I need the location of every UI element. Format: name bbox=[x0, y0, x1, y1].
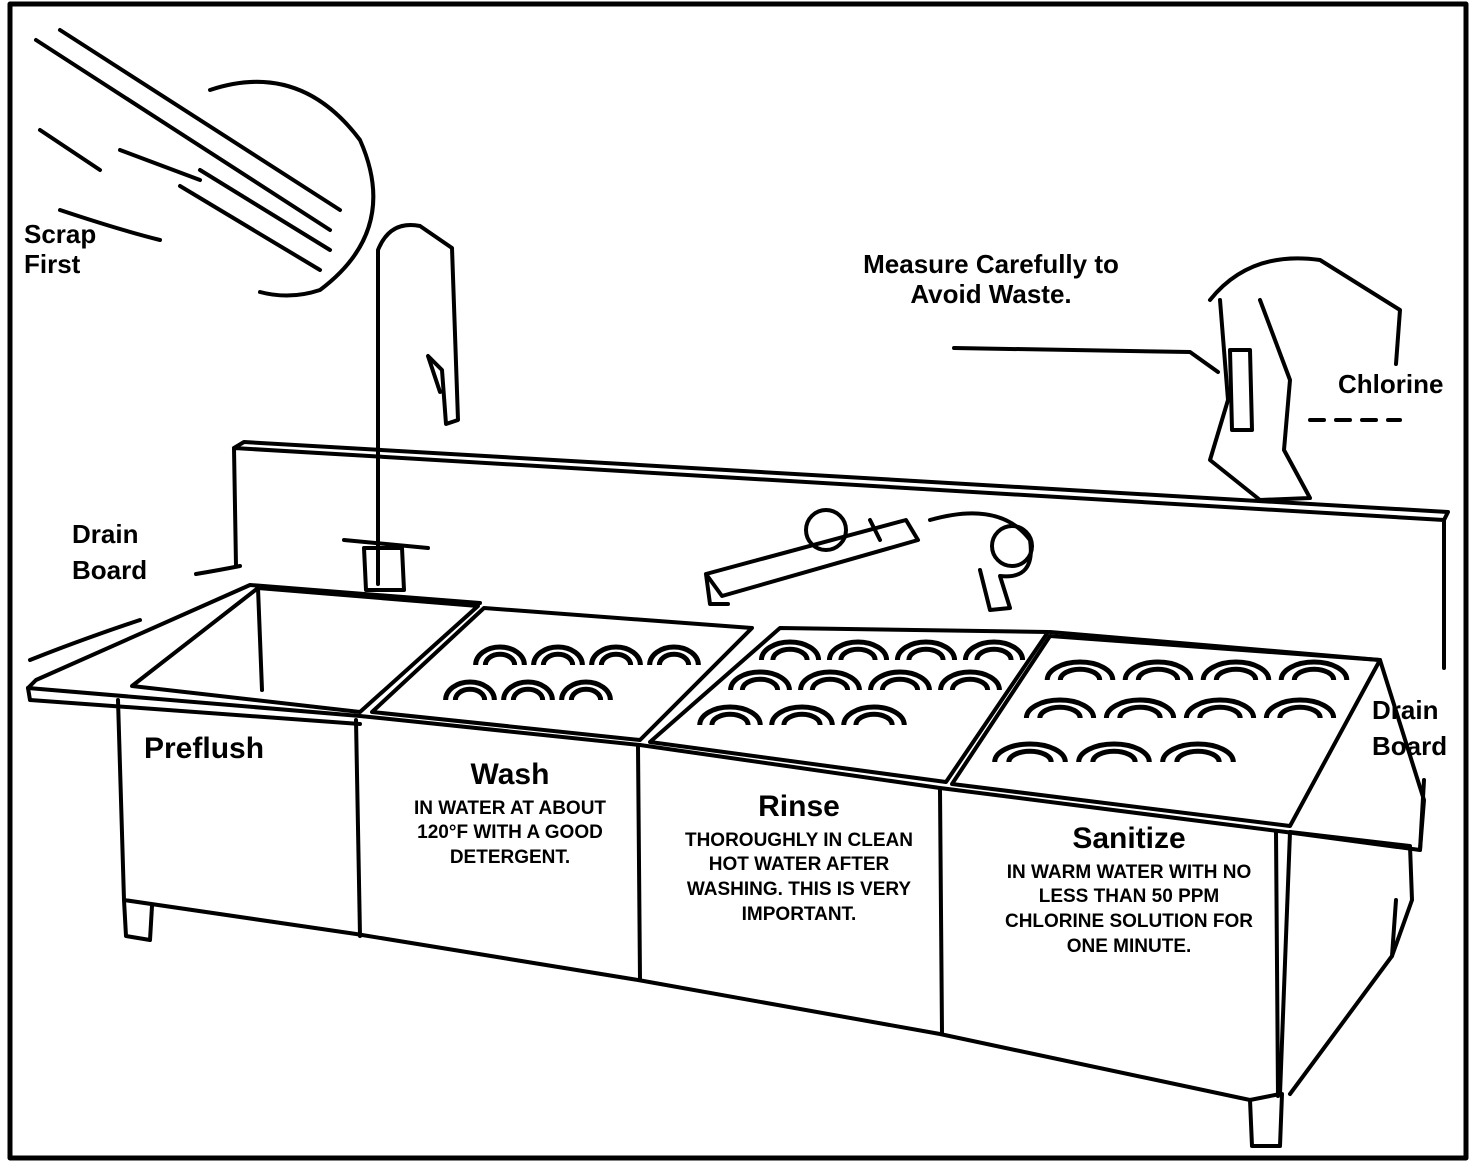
wall-faucet bbox=[706, 513, 1031, 610]
dish-inner-arc bbox=[1200, 707, 1240, 718]
dish-inner-arc bbox=[455, 689, 484, 700]
drain-left-line1: Drain bbox=[72, 520, 147, 550]
dish-inner-arc bbox=[909, 649, 943, 660]
sanitize-station: Sanitize IN WARM WATER WITH NO LESS THAN… bbox=[974, 822, 1284, 959]
dish-inner-arc bbox=[1280, 707, 1320, 718]
scrap-plate-outline bbox=[210, 82, 373, 296]
drain-right-line2: Board bbox=[1372, 732, 1447, 762]
dish-inner-arc bbox=[1120, 707, 1160, 718]
dish-inner-arc bbox=[773, 649, 807, 660]
wash-desc-3: DETERGENT. bbox=[380, 846, 640, 871]
dish-inner-arc bbox=[1294, 669, 1333, 680]
sanitize-title: Sanitize bbox=[974, 822, 1284, 857]
dish-inner-arc bbox=[742, 679, 777, 690]
dish-inner-arc bbox=[571, 689, 600, 700]
wash-station: Wash IN WATER AT ABOUT 120°F WITH A GOOD… bbox=[380, 758, 640, 871]
rinse-desc-2: HOT WATER AFTER bbox=[654, 853, 944, 878]
drain-board-left-label: Drain Board bbox=[72, 520, 147, 586]
measure-label: Measure Carefully to Avoid Waste. bbox=[826, 250, 1156, 310]
frame bbox=[10, 4, 1466, 1158]
rinse-station: Rinse THOROUGHLY IN CLEAN HOT WATER AFTE… bbox=[654, 790, 944, 927]
backsplash bbox=[234, 442, 1448, 668]
rinse-desc-4: IMPORTANT. bbox=[654, 903, 944, 928]
sanitize-desc-3: CHLORINE SOLUTION FOR bbox=[974, 910, 1284, 935]
rinse-desc-3: WASHING. THIS IS VERY bbox=[654, 878, 944, 903]
dish-inner-arc bbox=[1093, 751, 1135, 762]
scrap-label-line1: Scrap bbox=[24, 220, 96, 250]
dish-inner-arc bbox=[712, 714, 748, 725]
wash-desc-2: 120°F WITH A GOOD bbox=[380, 821, 640, 846]
scrap-first-label: Scrap First bbox=[24, 220, 96, 280]
dish-inner-arc bbox=[601, 654, 630, 665]
dish-inner-arc bbox=[952, 679, 987, 690]
dish-inner-arc bbox=[485, 654, 514, 665]
dish-inner-arc bbox=[1040, 707, 1080, 718]
dish-inner-arc bbox=[784, 714, 820, 725]
sanitize-desc-1: IN WARM WATER WITH NO bbox=[974, 861, 1284, 886]
chlorine-label: Chlorine bbox=[1338, 370, 1443, 400]
measure-label-line1: Measure Carefully to bbox=[826, 250, 1156, 280]
sanitize-desc-4: ONE MINUTE. bbox=[974, 935, 1284, 960]
rinse-title: Rinse bbox=[654, 790, 944, 825]
preflush-title: Preflush bbox=[144, 732, 264, 767]
dish-inner-arc bbox=[812, 679, 847, 690]
dish-inner-arc bbox=[543, 654, 572, 665]
preflush-sink bbox=[132, 588, 478, 712]
dish-inner-arc bbox=[856, 714, 892, 725]
wash-compartment bbox=[372, 608, 752, 740]
dish-inner-arc bbox=[841, 649, 875, 660]
rinse-desc-1: THOROUGHLY IN CLEAN bbox=[654, 829, 944, 854]
dish-inner-arc bbox=[1177, 751, 1219, 762]
wash-title: Wash bbox=[380, 758, 640, 793]
wash-desc-1: IN WATER AT ABOUT bbox=[380, 797, 640, 822]
drain-left-line2: Board bbox=[72, 556, 147, 586]
measure-label-line2: Avoid Waste. bbox=[826, 280, 1156, 310]
dish-inner-arc bbox=[513, 689, 542, 700]
dish-inner-arc bbox=[977, 649, 1011, 660]
dish-inner-arc bbox=[882, 679, 917, 690]
drain-right-line1: Drain bbox=[1372, 696, 1447, 726]
dish-inner-arc bbox=[1060, 669, 1099, 680]
scrap-label-line2: First bbox=[24, 250, 96, 280]
dish-inner-arc bbox=[1009, 751, 1051, 762]
dish-inner-arc bbox=[659, 654, 688, 665]
sanitize-desc-2: LESS THAN 50 PPM bbox=[974, 885, 1284, 910]
dish-inner-arc bbox=[1138, 669, 1177, 680]
drain-board-right-label: Drain Board bbox=[1372, 696, 1447, 762]
pre-rinse-faucet bbox=[378, 225, 458, 584]
dish-inner-arc bbox=[1216, 669, 1255, 680]
